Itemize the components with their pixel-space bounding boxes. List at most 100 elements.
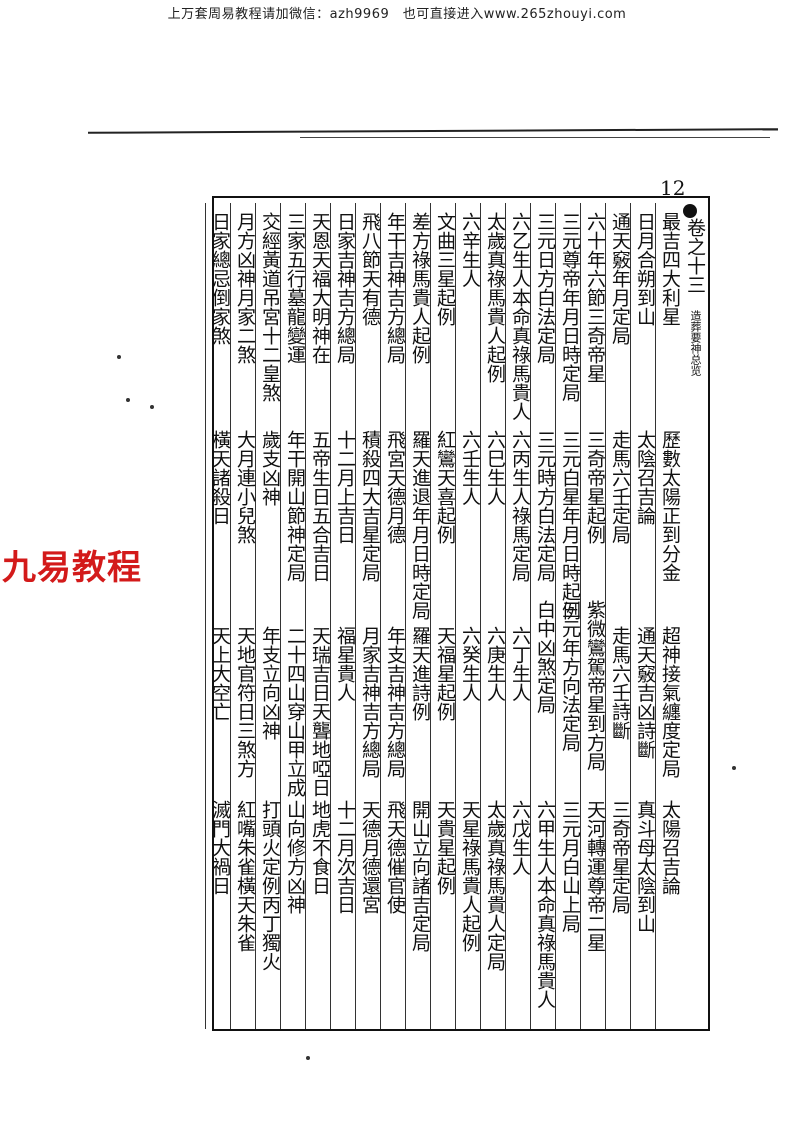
column-rule <box>430 203 431 1029</box>
toc-entry: 滅門大禍日 <box>209 800 231 895</box>
toc-entry: 橫天諸殺日 <box>209 430 231 525</box>
column-rule <box>355 203 356 1029</box>
toc-entry: 三元時方白法定局 <box>534 430 556 582</box>
toc-entry: 六甲生人本命真祿馬貴人 <box>534 800 556 1009</box>
column-rule <box>255 203 256 1029</box>
toc-entry: 日家吉神吉方總局 <box>334 212 356 364</box>
toc-entry: 六十年六節三奇帝星 <box>584 212 606 383</box>
toc-entry: 六戊生人 <box>509 800 531 876</box>
toc-entry: 年支吉神吉方總局 <box>384 626 406 778</box>
toc-entry: 飛八節天有德 <box>359 212 381 326</box>
toc-entry: 六巳生人 <box>484 430 506 506</box>
toc-entry: 紫微鸞駕帝星到方局 <box>584 600 606 771</box>
scan-speck <box>150 405 154 409</box>
toc-entry: 天恩天福大明神在 <box>309 212 331 364</box>
toc-entry: 日家總忌倒家煞 <box>209 212 231 345</box>
toc-entry: 歷數太陽正到分金 <box>659 430 681 582</box>
toc-entry: 飛天德催官使 <box>384 800 406 914</box>
column-rule <box>405 203 406 1029</box>
toc-entry: 山向修方凶神 <box>284 800 306 914</box>
toc-entry: 日月合朔到山 <box>634 212 656 326</box>
toc-entry: 十二月上吉日 <box>334 430 356 544</box>
top-banner: 上万套周易教程请加微信：azh9969 也可直接进入www.265zhouyi.… <box>167 7 627 22</box>
toc-entry: 積殺四大吉星定局 <box>359 430 381 582</box>
toc-entry: 羅天進詩例 <box>409 626 431 721</box>
toc-entry: 最吉四大利星 <box>659 212 681 326</box>
toc-entry: 天瑞吉日天聾地啞日 <box>309 626 331 797</box>
toc-entry: 紅鸞天喜起例 <box>434 430 456 544</box>
column-rule <box>455 203 456 1029</box>
toc-entry: 走馬六壬定局 <box>609 430 631 544</box>
toc-entry: 通天竅吉凶詩斷 <box>634 626 656 759</box>
toc-entry: 月家吉神吉方總局 <box>359 626 381 778</box>
toc-entry: 羅天進退年月日時定局 <box>409 430 431 620</box>
toc-entry: 通天竅年月定局 <box>609 212 631 345</box>
toc-entry: 六庚生人 <box>484 626 506 702</box>
column-rule <box>480 203 481 1029</box>
toc-entry: 月方凶神月家二煞 <box>234 212 256 364</box>
toc-entry: 天上大空亡 <box>209 626 231 721</box>
scan-speck <box>732 766 736 770</box>
toc-entry: 年支立向凶神 <box>259 626 281 740</box>
column-rule <box>655 203 656 1029</box>
toc-entry: 交經黃道吊宮十二皇煞 <box>259 212 281 402</box>
toc-entry: 太歲真祿馬貴人起例 <box>484 212 506 383</box>
toc-entry: 六乙生人本命真祿馬貴人 <box>509 212 531 421</box>
toc-entry: 打頭火定例丙丁獨火 <box>259 800 281 971</box>
column-rule <box>630 203 631 1029</box>
toc-entry: 年干開山節神定局 <box>284 430 306 582</box>
toc-entry: 差方祿馬貴人起例 <box>409 212 431 364</box>
toc-entry: 二十四山穿山甲立成 <box>284 626 306 797</box>
toc-entry: 三元尊帝年月日時定局 <box>559 212 581 402</box>
toc-entry: 歲支凶神 <box>259 430 281 506</box>
toc-entry: 開山立向諸吉定局 <box>409 800 431 952</box>
scan-speck <box>117 355 121 359</box>
top-rule-secondary <box>300 137 770 138</box>
toc-entry: 飛宮天德月德 <box>384 430 406 544</box>
column-rule <box>330 203 331 1029</box>
toc-entry: 六辛生人 <box>459 212 481 288</box>
column-rule <box>380 203 381 1029</box>
column-rule <box>605 203 606 1029</box>
toc-entry: 紅嘴朱雀橫天朱雀 <box>234 800 256 952</box>
column-rule <box>505 203 506 1029</box>
seal-mark-icon <box>683 204 697 218</box>
toc-entry: 天河轉運尊帝二星 <box>584 800 606 952</box>
toc-entry: 太陰召吉論 <box>634 430 656 525</box>
scan-speck <box>306 1056 310 1060</box>
column-rule <box>530 203 531 1029</box>
column-rule <box>205 203 206 1029</box>
column-rule <box>580 203 581 1029</box>
toc-entry: 超神接氣纏度定局 <box>659 626 681 778</box>
toc-entry: 年干吉神吉方總局 <box>384 212 406 364</box>
toc-entry: 天德月德還宮 <box>359 800 381 914</box>
column-rule <box>230 203 231 1029</box>
toc-entry: 天福星起例 <box>434 626 456 721</box>
toc-entry: 天地官符日三煞方 <box>234 626 256 778</box>
text-frame <box>212 196 710 1031</box>
toc-entry: 三奇帝星定局 <box>609 800 631 914</box>
toc-entry: 福星貴人 <box>334 626 356 702</box>
scan-speck <box>126 398 130 402</box>
toc-entry: 五帝生日五合吉日 <box>309 430 331 582</box>
column-rule <box>305 203 306 1029</box>
toc-entry: 太歲真祿馬貴人定局 <box>484 800 506 971</box>
toc-entry: 三家五行墓龍變運 <box>284 212 306 364</box>
toc-entry: 六丙生人祿馬定局 <box>509 430 531 582</box>
toc-entry: 三元白星年月日時起例 <box>559 430 581 620</box>
toc-entry: 天星祿馬貴人起例 <box>459 800 481 952</box>
column-rule <box>280 203 281 1029</box>
top-rule <box>87 128 779 134</box>
toc-entry: 三元月白山上局 <box>559 800 581 933</box>
column-rule <box>555 203 556 1029</box>
toc-entry: 造葬要神总览 <box>689 310 702 376</box>
toc-entry: 地虎不食日 <box>309 800 331 895</box>
toc-entry: 太陽召吉論 <box>659 800 681 895</box>
toc-entry: 六癸生人 <box>459 626 481 702</box>
toc-entry: 天貴星起例 <box>434 800 456 895</box>
toc-entry: 三元年方向法定局 <box>559 600 581 752</box>
toc-entry: 卷之十三 <box>684 218 706 294</box>
toc-entry: 文曲三星起例 <box>434 212 456 326</box>
toc-entry: 六丁生人 <box>509 626 531 702</box>
watermark: 九易教程 <box>2 548 142 588</box>
